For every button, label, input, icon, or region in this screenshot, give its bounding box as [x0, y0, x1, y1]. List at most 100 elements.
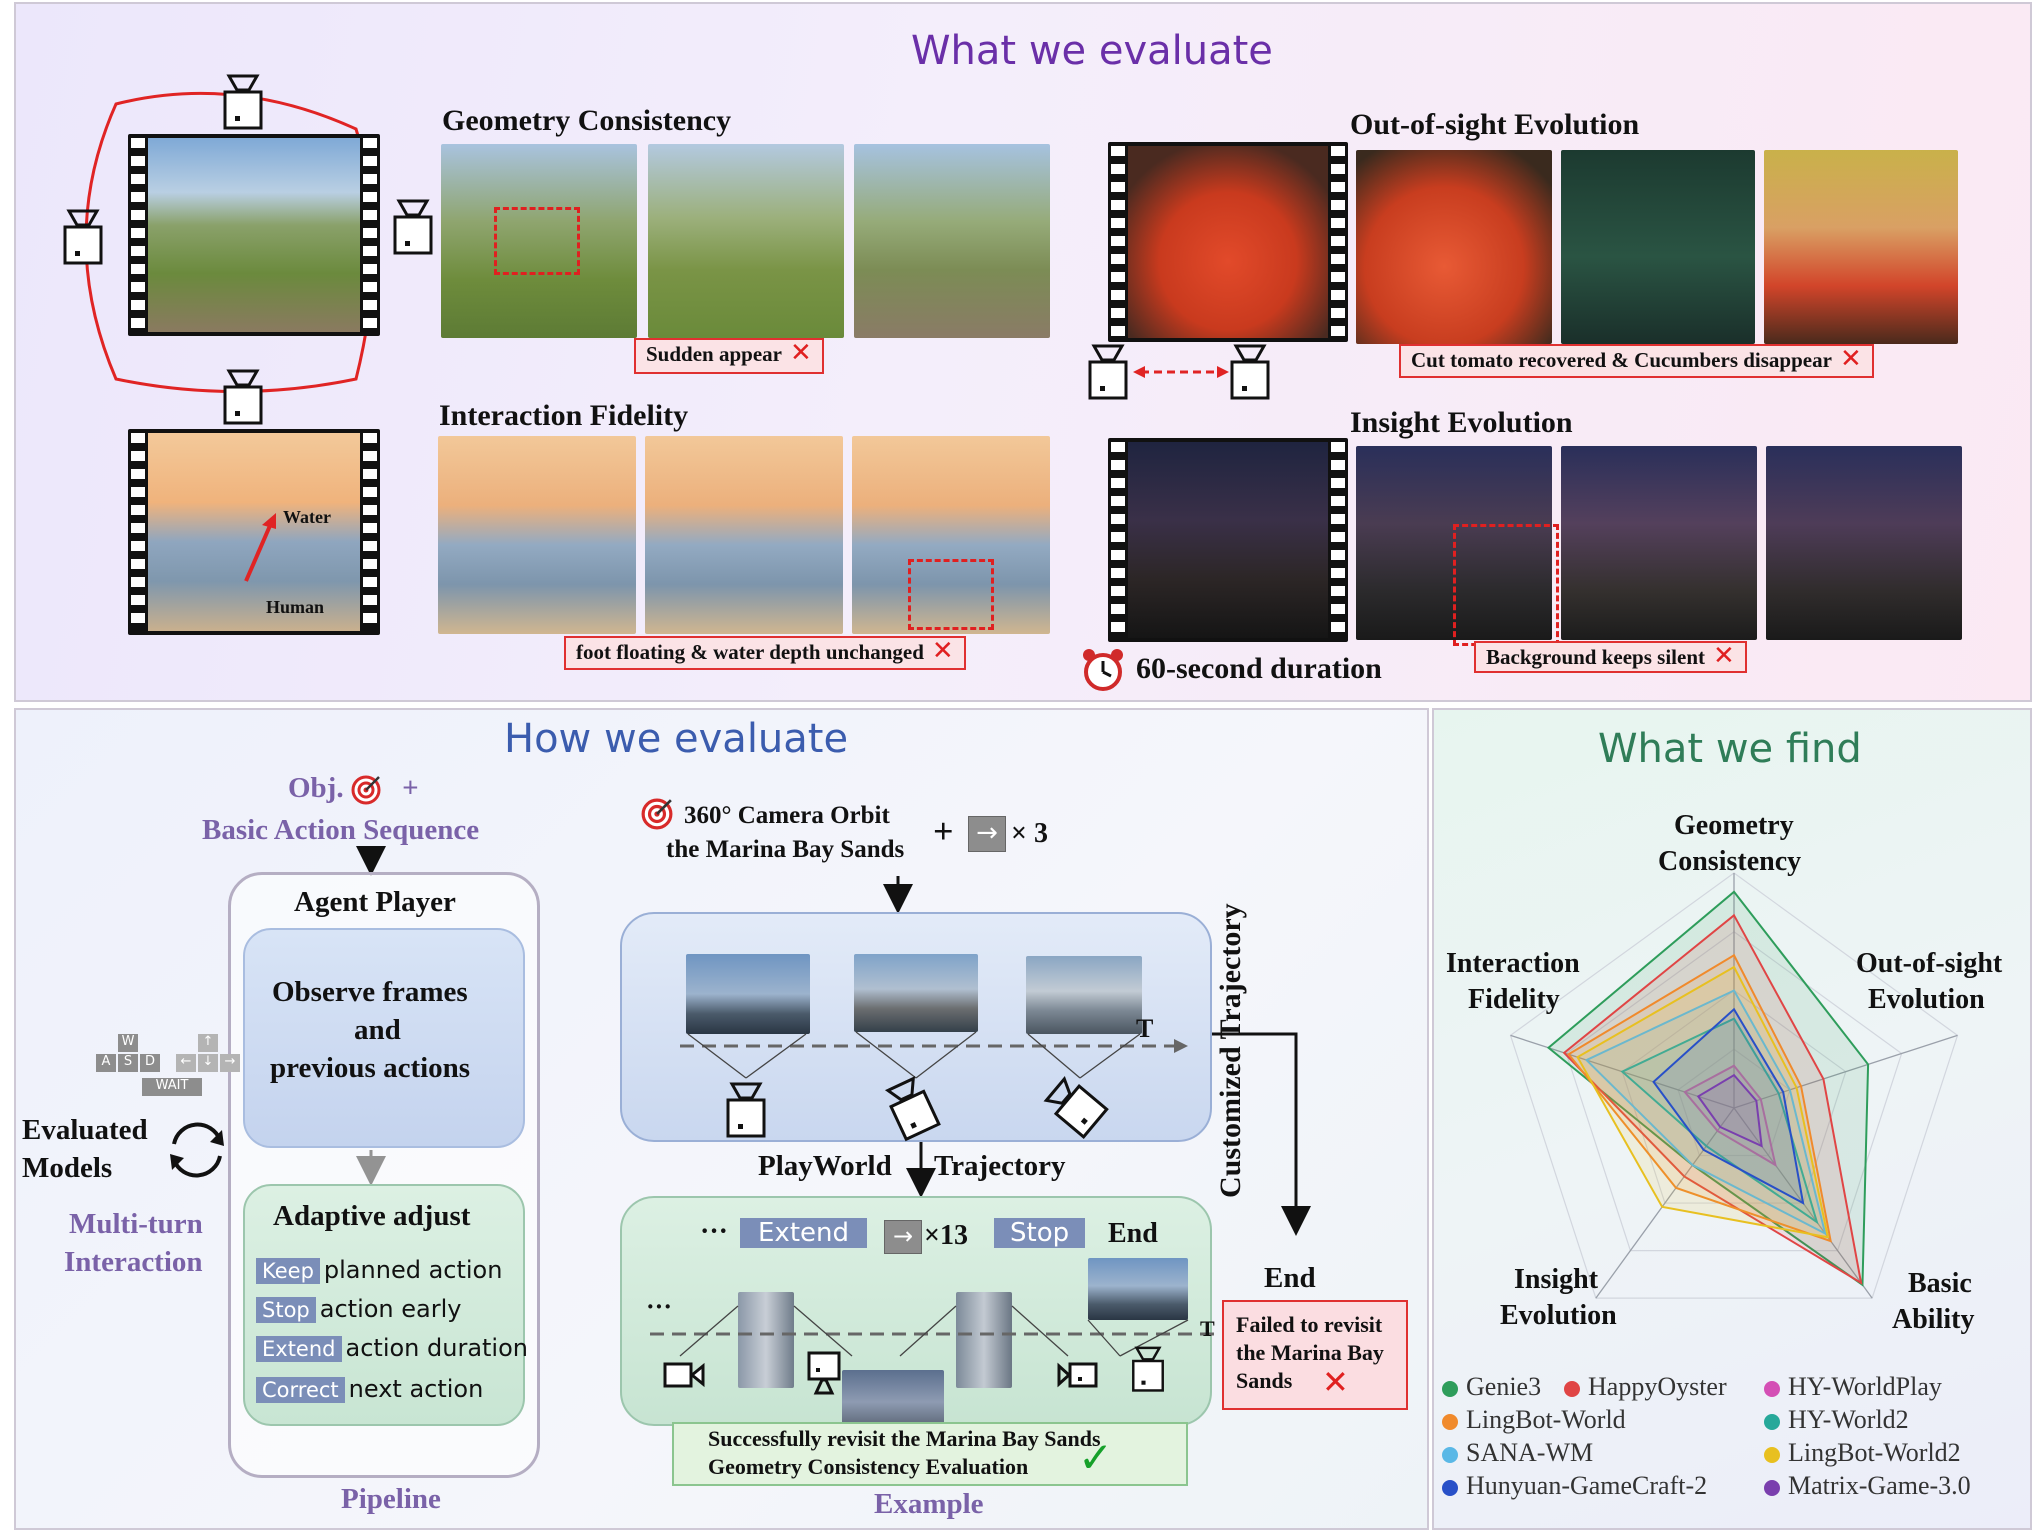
axis-label-basic-2: Ability [1892, 1304, 1975, 1335]
camera-icon-bottom [223, 369, 263, 425]
fail-line-3: Sands [1236, 1368, 1293, 1393]
legend-label: HY-WorldPlay [1788, 1372, 1942, 1401]
extend-key: Extend [256, 1336, 342, 1362]
fountain-image [148, 138, 360, 332]
legend-item-lingbot-world: LingBot-World [1442, 1405, 1626, 1435]
radar-spoke-2 [1733, 1034, 1958, 1109]
orbit-frame-3 [1026, 956, 1142, 1034]
interaction-highlight-box [908, 559, 994, 630]
extend-text: action duration [345, 1334, 529, 1362]
water-human-arrow [244, 513, 276, 582]
camera-icon-orbit-3 [1043, 1075, 1109, 1139]
legend-item-hy-world2: HY-World2 [1764, 1405, 1909, 1435]
fail-line-1: Failed to revisit [1236, 1312, 1383, 1337]
check-icon: ✓ [1078, 1433, 1114, 1482]
key-wait: WAIT [142, 1078, 202, 1096]
radar-spoke-4 [1595, 1107, 1735, 1299]
oos-frame-1 [1356, 150, 1552, 344]
geometry-consistency-label: Geometry Consistency [442, 104, 732, 137]
camera-icon-right [393, 199, 433, 255]
what-we-evaluate-panel: What we evaluate Water Human Geometry Co… [14, 2, 2032, 702]
geometry-frame-3 [854, 144, 1050, 338]
oos-frame-2 [1561, 150, 1755, 344]
radar-ring-1 [1677, 1048, 1791, 1157]
out-of-sight-evolution-label: Out-of-sight Evolution [1350, 108, 1640, 141]
cross-icon: ✕ [1839, 344, 1862, 374]
camera-icon-top [223, 74, 263, 130]
times-13-label: ×13 [924, 1220, 968, 1251]
correct-key: Correct [256, 1377, 345, 1403]
cross-icon: ✕ [1322, 1363, 1349, 1401]
plus-sign: + [933, 811, 954, 851]
how-panel-title: How we evaluate [504, 716, 849, 762]
stop-key: Stop [256, 1297, 316, 1323]
film-holes-left [131, 138, 145, 332]
keep-key: Keep [256, 1258, 320, 1284]
radar-ring-3 [1565, 931, 1903, 1252]
legend-item-hy-worldplay: HY-WorldPlay [1764, 1372, 1942, 1402]
camera-icon-orbit-1 [726, 1082, 766, 1138]
axis-label-oos-2: Evolution [1868, 984, 1985, 1015]
geometry-failure-text: Sudden appear [646, 342, 782, 366]
geometry-failure-caption: Sudden appear✕ [634, 338, 824, 374]
trajectory-label: Trajectory [934, 1150, 1066, 1182]
legend-swatch [1764, 1480, 1780, 1497]
radar-chart [1509, 872, 1959, 1299]
traj-frame-4 [1088, 1258, 1188, 1320]
legend-item-matrix-game-3-0: Matrix-Game-3.0 [1764, 1471, 1971, 1501]
radar-series [1546, 890, 1870, 1287]
times-3-label: × 3 [1011, 818, 1048, 849]
camera-icon-traj-2 [807, 1351, 841, 1395]
observe-box [243, 928, 525, 1148]
what-we-find-panel: What we find Geometry Consistency Out-of… [1432, 708, 2032, 1530]
legend-swatch [1442, 1414, 1458, 1431]
oos-failure-caption: Cut tomato recovered & Cucumbers disappe… [1399, 344, 1874, 378]
camera-icon-oos-right [1230, 344, 1270, 400]
key-up: ↑ [198, 1034, 218, 1052]
traj-frame-3 [956, 1292, 1012, 1388]
interaction-frame-3 [852, 436, 1050, 634]
pipeline-label: Pipeline [341, 1483, 441, 1515]
top-panel-title: What we evaluate [911, 28, 1273, 74]
oos-frame-3 [1764, 150, 1958, 344]
axis-label-basic-1: Basic [1908, 1268, 1972, 1299]
legend-label: LingBot-World2 [1788, 1438, 1961, 1467]
radar-series-hy-world2 [1620, 1017, 1819, 1225]
camera-icon-traj-4 [1132, 1346, 1164, 1392]
insight-highlight-box [1453, 524, 1559, 646]
street-image [1128, 442, 1328, 638]
geometry-frame-1 [441, 144, 637, 338]
legend-swatch [1564, 1381, 1580, 1398]
insight-frame-2 [1561, 446, 1757, 640]
axis-label-oos-1: Out-of-sight [1856, 948, 2003, 979]
example-label: Example [874, 1488, 984, 1520]
success-line-2: Geometry Consistency Evaluation [708, 1454, 1029, 1479]
camera-icon-traj-3 [1057, 1362, 1098, 1388]
alarm-clock-icon [1083, 649, 1123, 691]
film-holes-right [363, 138, 377, 332]
legend-label: Hunyuan-GameCraft-2 [1466, 1471, 1708, 1500]
orbit-timeline [680, 1031, 1188, 1079]
right-arrow-key: → [968, 816, 1006, 852]
film-strip-fountain [128, 134, 380, 336]
interaction-failure-text: foot floating & water depth unchanged [576, 640, 924, 664]
legend-label: LingBot-World [1466, 1405, 1626, 1434]
ellipsis-2: ··· [646, 1292, 673, 1321]
geometry-frame-2 [648, 144, 844, 338]
key-d: D [140, 1054, 160, 1072]
radar-ring-4 [1509, 872, 1959, 1299]
film-holes-left [131, 433, 145, 631]
axis-label-insight-2: Evolution [1500, 1300, 1617, 1331]
orbit-frame-1 [686, 954, 810, 1034]
plus-sign: + [402, 772, 419, 804]
key-a: A [96, 1054, 116, 1072]
key-left: ← [176, 1054, 196, 1072]
interaction-failure-caption: foot floating & water depth unchanged✕ [564, 636, 966, 670]
extend-tag: Extend [740, 1218, 867, 1248]
film-holes-right [363, 433, 377, 631]
legend-swatch [1764, 1381, 1780, 1398]
film-holes-right [1331, 146, 1345, 338]
cross-icon: ✕ [1713, 641, 1735, 671]
